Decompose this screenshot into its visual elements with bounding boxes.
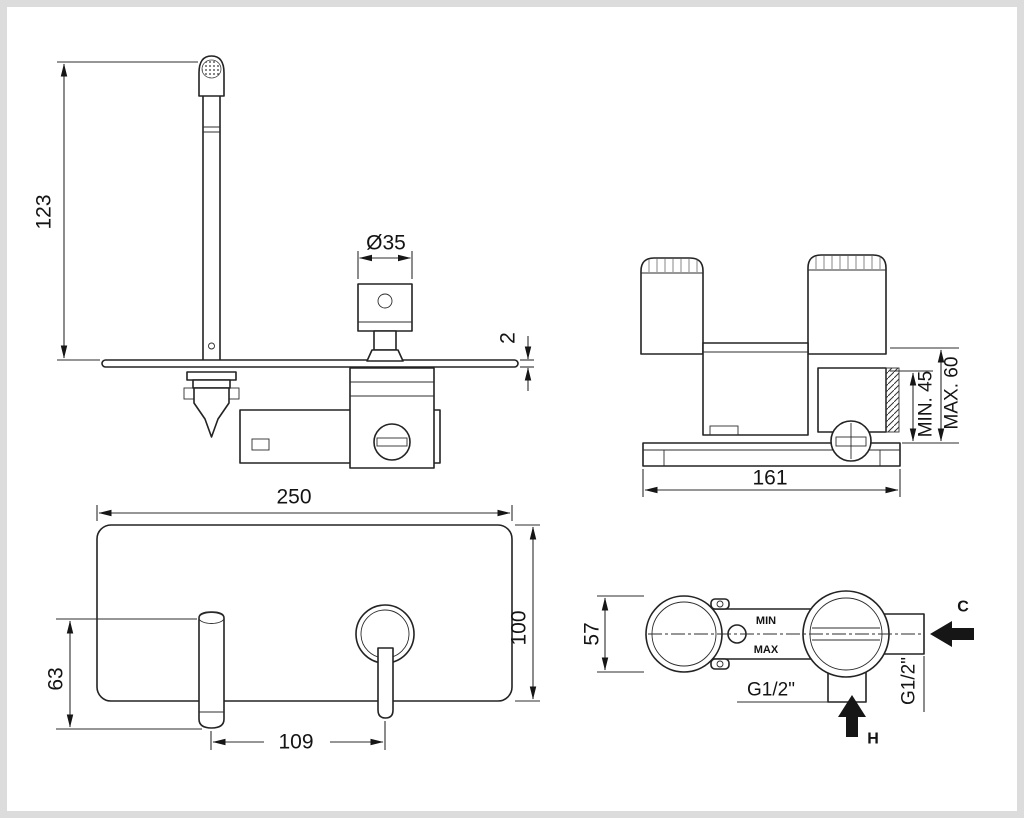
cold-flow-arrow [930, 621, 974, 647]
side-view: 123 Ø35 2 [33, 55, 534, 469]
spout-tube [202, 92, 221, 364]
spout-bolt-right [228, 387, 240, 400]
wall-plate-side [101, 359, 519, 368]
cold-label: C [957, 599, 969, 616]
max-mark: MAX [754, 644, 779, 656]
dim-label-123: 123 [33, 194, 56, 229]
ear-hole [716, 660, 724, 668]
dim-label-d35: Ø35 [366, 232, 406, 255]
right-valve-cap [807, 254, 887, 355]
spout-shoulder [198, 612, 225, 624]
dim-plate-height: 100 [508, 524, 540, 702]
hot-flow-arrow [838, 695, 866, 737]
ear-hole [716, 600, 724, 608]
handle-stem [373, 330, 397, 351]
dim-spout-height: 123 [33, 61, 198, 361]
side-thread-label: G1/2" [899, 657, 920, 705]
knurl-lines [648, 259, 698, 272]
dim-label-161: 161 [752, 467, 787, 490]
dim-recess-max: MAX. 60 [890, 347, 963, 442]
dim-label-100: 100 [508, 610, 531, 645]
mounting-ear-top [710, 598, 730, 610]
handle-cylinder [357, 283, 413, 332]
dim-label-2: 2 [497, 332, 520, 344]
wall-hatch [885, 367, 900, 433]
handle-lever [377, 647, 394, 719]
dim-spout-drop: 63 [45, 618, 202, 730]
top-view: MIN MAX C H G1/2" G1/2" 57 [581, 590, 974, 748]
dim-label-min45: MIN. 45 [916, 371, 937, 438]
handle-dot [377, 293, 393, 309]
spout-bolt-left [183, 387, 195, 400]
dim-plate-thickness: 2 [497, 332, 534, 391]
dim-label-63: 63 [45, 667, 68, 690]
aerator-face [201, 59, 222, 79]
handle-base [366, 349, 404, 362]
left-valve-cap [640, 257, 704, 355]
bottom-thread-label: G1/2" [747, 680, 795, 701]
spout-front [198, 611, 225, 729]
mounting-ear-bottom [710, 658, 730, 670]
dim-body-height: 57 [581, 595, 644, 673]
housing-detail [251, 438, 270, 451]
mixer-body [702, 342, 809, 436]
faceplate [96, 524, 513, 702]
dim-label-250: 250 [276, 486, 311, 509]
spout-union-cone [193, 387, 230, 438]
dim-label-max60: MAX. 60 [942, 357, 963, 430]
dim-label-57: 57 [581, 622, 604, 645]
spout-dot [208, 342, 215, 350]
dim-handle-diameter: Ø35 [357, 232, 413, 279]
valve-screw [373, 423, 411, 461]
spout-flange-upper [186, 371, 237, 381]
dim-spout-to-handle: 109 [210, 721, 386, 754]
rear-view: MIN. 45 MAX. 60 161 [640, 254, 963, 497]
body-tab [709, 425, 739, 436]
dim-plate-width: 250 [96, 486, 513, 521]
dim-label-109: 109 [278, 731, 313, 754]
front-view: 250 100 63 109 [45, 486, 540, 754]
knurl-lines [815, 256, 881, 269]
hot-label: H [867, 731, 879, 748]
valve-screw-slot [376, 437, 408, 447]
dim-recess-min: MIN. 45 [890, 370, 959, 444]
screw-slot [835, 436, 867, 447]
min-mark: MIN [756, 615, 776, 627]
spout-flange-lower [192, 379, 231, 389]
dim-body-width: 161 [642, 467, 901, 497]
